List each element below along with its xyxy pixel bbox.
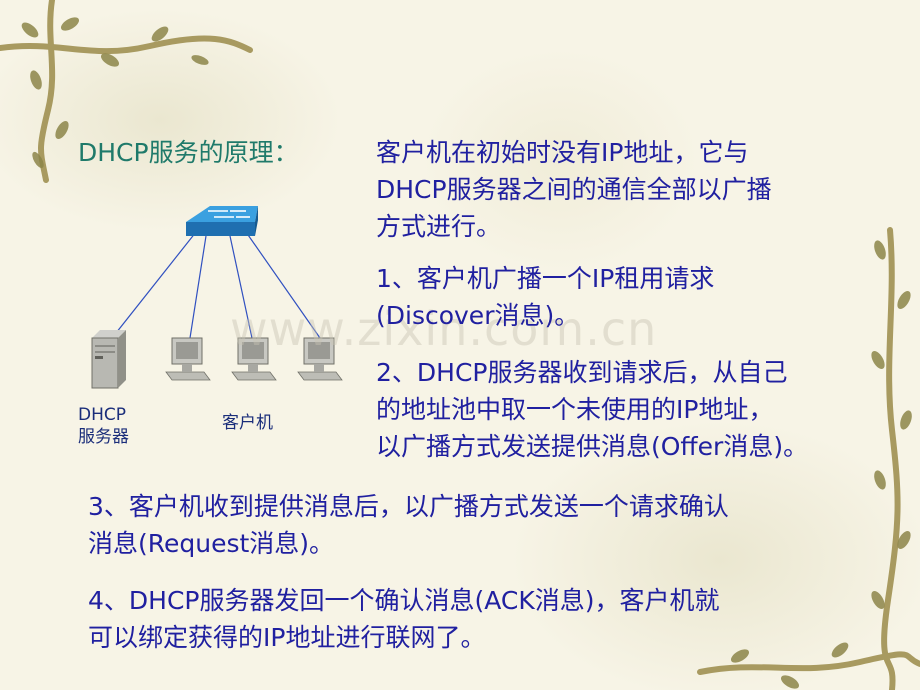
server-label: DHCP 服务器 [78, 404, 129, 448]
step-4-paragraph: 4、DHCP服务器发回一个确认消息(ACK消息)，客户机就 可以绑定获得的IP地… [88, 582, 720, 656]
page-title: DHCP服务的原理： [78, 138, 299, 167]
text-line: DHCP服务器之间的通信全部以广播 [376, 175, 772, 204]
client-label: 客户机 [222, 413, 273, 433]
text-line: 4、DHCP服务器发回一个确认消息(ACK消息)，客户机就 [88, 586, 720, 615]
watermark: www.zixin.com.cn [230, 302, 658, 356]
step-2-paragraph: 2、DHCP服务器收到请求后，从自己 的地址池中取一个未使用的IP地址， 以广播… [376, 354, 808, 465]
server-label-line: DHCP [78, 405, 126, 425]
intro-paragraph: 客户机在初始时没有IP地址，它与 DHCP服务器之间的通信全部以广播 方式进行。 [376, 134, 772, 245]
text-line: 2、DHCP服务器收到请求后，从自己 [376, 358, 788, 387]
text-line: 方式进行。 [376, 212, 502, 241]
step-1-paragraph: 1、客户机广播一个IP租用请求 (Discover消息)。 [376, 260, 714, 334]
client-pc-icon [231, 337, 277, 381]
network-links [115, 231, 321, 339]
text-line: 3、客户机收到提供消息后，以广播方式发送一个请求确认 [88, 492, 729, 521]
text-line: 消息(Request消息)。 [88, 529, 335, 558]
server-label-line: 服务器 [78, 427, 129, 447]
switch-icon [186, 206, 258, 236]
text-line: 1、客户机广播一个IP租用请求 [376, 264, 715, 293]
text-line: 客户机在初始时没有IP地址，它与 [376, 138, 749, 167]
text-line: 的地址池中取一个未使用的IP地址， [376, 395, 774, 424]
text-line: 以广播方式发送提供消息(Offer消息)。 [376, 432, 809, 461]
text-line: (Discover消息)。 [376, 301, 580, 330]
client-pc-icon [165, 337, 211, 381]
text-line: 可以绑定获得的IP地址进行联网了。 [88, 623, 486, 652]
client-pc-icon [297, 337, 343, 381]
step-3-paragraph: 3、客户机收到提供消息后，以广播方式发送一个请求确认 消息(Request消息)… [88, 488, 729, 562]
server-icon [91, 330, 126, 389]
